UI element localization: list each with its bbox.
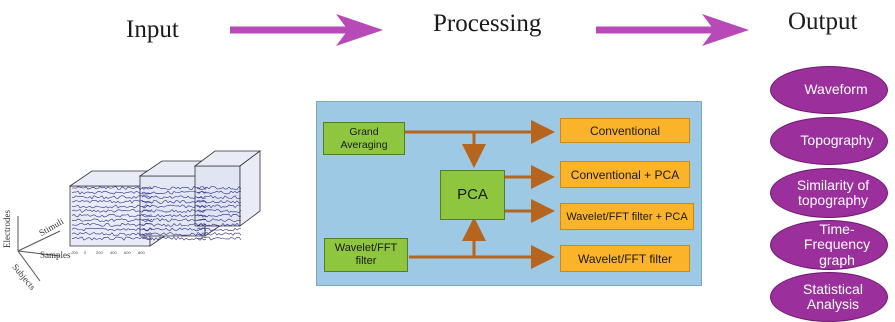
eeg-trace — [141, 186, 207, 190]
eeg-trace — [196, 200, 242, 204]
eeg-trace — [71, 227, 153, 232]
eeg-trace — [196, 236, 242, 241]
processing-connectors — [405, 120, 555, 269]
result-conventional: Conventional — [560, 118, 690, 143]
processing-panel: Grand Averaging PCA Wavelet/FFT filter C… — [316, 101, 702, 286]
eeg-trace — [196, 209, 242, 213]
svg-text:-200: -200 — [70, 250, 79, 255]
svg-text:600: 600 — [124, 250, 131, 255]
eeg-trace — [196, 222, 242, 227]
eeg-trace — [197, 218, 242, 223]
eeg-trace — [196, 232, 242, 236]
result-wavelet: Wavelet/FFT filter — [560, 245, 690, 272]
eeg-trace — [141, 199, 207, 204]
svg-text:0: 0 — [84, 250, 87, 255]
eeg-trace — [141, 204, 207, 209]
data-axes — [17, 216, 61, 282]
eeg-trace — [72, 199, 153, 204]
cube-tick-labels: -200 0 200 400 600 800 — [70, 250, 145, 255]
result-conventional-pca: Conventional + PCA — [560, 161, 690, 188]
svg-text:400: 400 — [110, 250, 117, 255]
eeg-data-cube-illustration: -200 0 200 400 600 800 — [17, 150, 262, 282]
eeg-trace — [196, 204, 242, 209]
stage-title-input: Input — [126, 16, 179, 43]
eeg-trace — [196, 186, 242, 190]
eeg-trace — [141, 209, 207, 213]
output-statistical-analysis: Statistical Analysis — [770, 272, 888, 322]
eeg-trace — [141, 190, 207, 195]
eeg-trace — [196, 213, 242, 218]
wavelet-filter-box: Wavelet/FFT filter — [324, 238, 408, 272]
stage-title-output: Output — [788, 8, 858, 35]
stage-title-processing: Processing — [433, 10, 542, 37]
eeg-trace — [196, 190, 242, 195]
output-time-frequency: Time-Frequency graph — [770, 220, 888, 270]
eeg-trace — [141, 222, 207, 227]
eeg-trace — [196, 195, 242, 200]
eeg-trace — [72, 186, 153, 191]
eeg-trace — [141, 231, 207, 237]
svg-text:200: 200 — [96, 250, 103, 255]
eeg-trace — [71, 218, 153, 223]
output-waveform: Waveform — [770, 66, 888, 114]
eeg-trace — [71, 209, 153, 213]
eeg-trace — [71, 232, 153, 236]
result-wavelet-pca: Wavelet/FFT filter + PCA — [560, 203, 694, 230]
eeg-trace — [141, 213, 207, 218]
eeg-trace — [71, 204, 153, 209]
eeg-trace — [141, 195, 207, 200]
eeg-trace — [71, 236, 153, 241]
axis-label-electrodes: Electrodes — [2, 210, 12, 248]
eeg-trace — [141, 236, 207, 241]
svg-text:800: 800 — [138, 250, 145, 255]
flow-arrow-processing-to-output — [596, 14, 749, 46]
eeg-trace — [196, 227, 242, 232]
grand-averaging-box: Grand Averaging — [323, 122, 405, 155]
output-similarity-topography: Similarity of topography — [770, 168, 888, 218]
axis-label-samples: Samples — [40, 250, 71, 260]
eeg-trace — [71, 213, 152, 218]
data-cubes — [68, 150, 262, 247]
eeg-trace — [71, 222, 153, 227]
eeg-trace — [142, 227, 207, 232]
pca-box: PCA — [440, 170, 505, 220]
output-topography: Topography — [770, 117, 888, 165]
flow-arrow-input-to-processing — [230, 14, 383, 46]
eeg-trace — [71, 190, 153, 195]
eeg-trace — [141, 218, 207, 223]
eeg-trace — [71, 195, 153, 200]
